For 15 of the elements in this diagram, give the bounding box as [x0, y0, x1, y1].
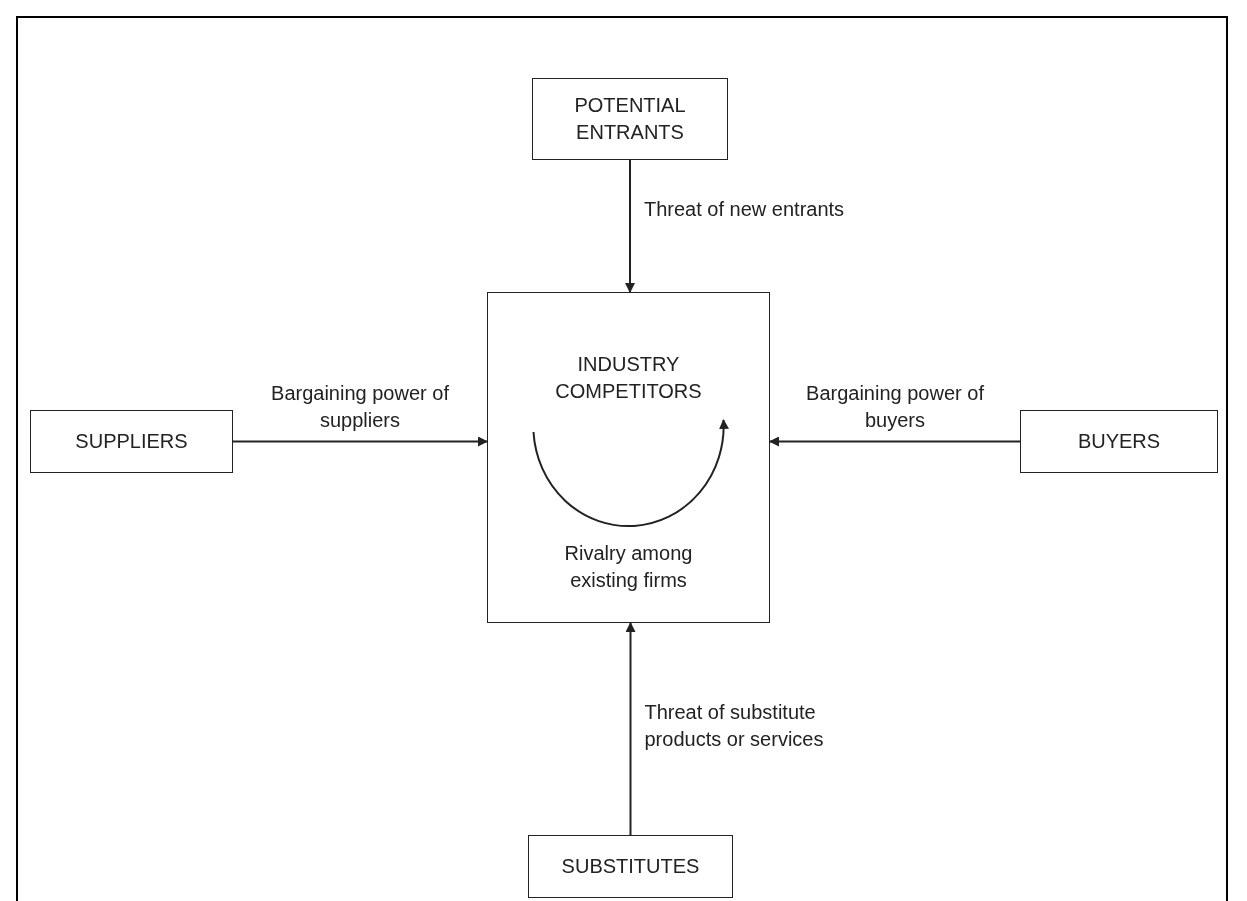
node-title: BUYERS [1077, 429, 1161, 454]
node-title: SUPPLIERS [75, 429, 188, 454]
arrow [769, 436, 1021, 447]
node-title: SUBSTITUTES [561, 854, 700, 879]
node-title: POTENTIAL ENTRANTS [573, 93, 687, 145]
suppliers-box [30, 410, 233, 473]
buyers-box [1020, 410, 1218, 473]
entrants-box [532, 78, 728, 160]
arrow [625, 159, 635, 293]
arrow [625, 622, 636, 836]
node-title: INDUSTRY COMPETITORS [554, 352, 703, 404]
substitutes-box [528, 835, 733, 898]
industry-box [487, 292, 770, 623]
node-caption: Rivalry among existing firms [563, 541, 694, 593]
arrow [232, 436, 488, 447]
